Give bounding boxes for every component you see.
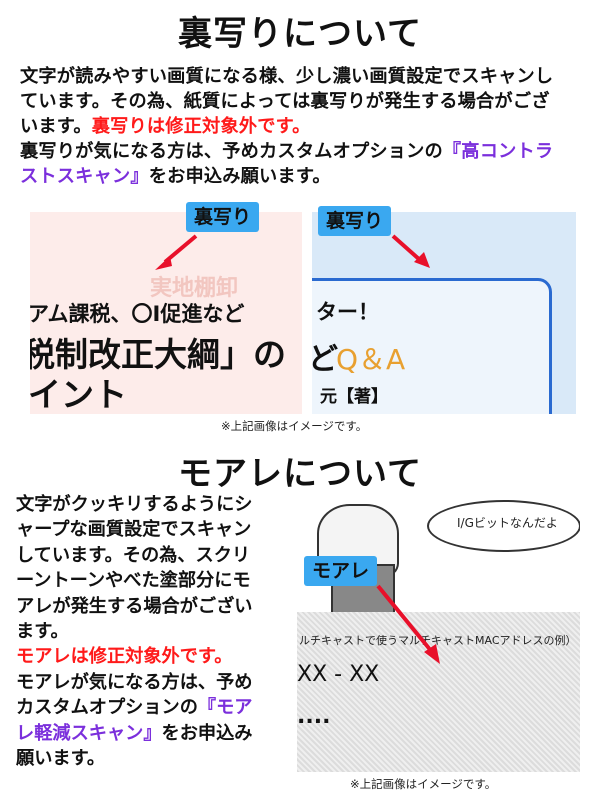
para-text: 裏写りが気になる方は、予めカスタムオプションの <box>20 141 443 162</box>
para-line: います。裏写りは修正対象外です。 <box>20 114 586 139</box>
sample-text: XX - XX <box>297 662 380 687</box>
sample-text: ター！ <box>316 300 379 324</box>
sample-text: 税制改正大綱」の <box>30 335 286 374</box>
image-caption: ※上記画像はイメージです。 <box>350 777 497 791</box>
para-line: アレが発生する場合がござい <box>16 595 253 617</box>
option-name-part1: 『高コントラ <box>442 141 554 162</box>
para-line: ーントーンやべた塗部分にモ <box>16 570 251 592</box>
arrow-icon <box>391 234 430 268</box>
sample-text: ど <box>312 342 338 377</box>
option-name-part2: ストスキャン』 <box>20 166 149 187</box>
arrow-icon <box>376 584 440 664</box>
para-line: モアレが気になる方は、予め <box>16 671 253 693</box>
sample-text: ルチキャストで使うマルチキャストMACアドレスの例） <box>299 634 577 647</box>
para-line: レ軽減スキャン』をお申込み <box>16 721 292 746</box>
image-caption: ※上記画像はイメージです。 <box>221 419 368 433</box>
option-name-part2: レ軽減スキャン』 <box>16 722 162 744</box>
para-line: 裏写りが気になる方は、予めカスタムオプションの『高コントラ <box>20 139 586 164</box>
para-line: ます。 <box>16 621 69 643</box>
section-title-show-through: 裏写りについて <box>178 14 422 54</box>
sample-text: アム課税、〇I促進など <box>30 302 245 326</box>
para-text: をお申込み <box>161 722 253 744</box>
speech-bubble <box>427 500 580 552</box>
para-line: ています。その為、紙質によっては裏写りが発生する場合がござ <box>20 91 550 112</box>
moire-sample-screen: ルチキャストで使うマルチキャストMACアドレスの例） XX - XX .... <box>297 612 580 772</box>
para-line: ストスキャン』をお申込み願います。 <box>20 164 586 189</box>
sample-text: .... <box>297 704 331 729</box>
not-correctable-notice: 裏写りは修正対象外です。 <box>91 116 311 137</box>
para-text: います。 <box>20 116 92 137</box>
sample-text: イント <box>30 375 127 414</box>
bubble-text: I/Gビットなんだよ <box>457 516 558 530</box>
moire-description: 文字がクッキリするようにシ ャープな画質設定でスキャン しています。その為、スク… <box>16 492 292 771</box>
para-line: カスタムオプションの『モア <box>16 695 292 720</box>
not-correctable-notice: モアレは修正対象外です。 <box>16 646 233 668</box>
show-through-sample-left: 実地棚卸 アム課税、〇I促進など 税制改正大綱」の イント <box>30 212 302 414</box>
show-through-label-left: 裏写り <box>186 202 260 232</box>
show-through-label-right: 裏写り <box>318 206 392 236</box>
moire-label: モアレ <box>304 556 378 586</box>
para-text: カスタムオプションの <box>16 697 198 719</box>
para-line: しています。その為、スクリ <box>16 544 251 566</box>
option-name-part1: 『モア <box>197 697 253 719</box>
faint-back-text: 実地棚卸 <box>150 276 239 301</box>
sample-qa: Q＆A <box>336 343 406 376</box>
sample-text: 元【著】 <box>320 387 388 407</box>
para-line: 文字が読みやすい画質になる様、少し濃い画質設定でスキャンし <box>20 66 554 87</box>
para-line: 願います。 <box>16 748 106 770</box>
arrow-icon <box>155 234 198 270</box>
para-text: をお申込み願います。 <box>148 166 331 187</box>
blue-frame <box>312 278 552 414</box>
show-through-description: 文字が読みやすい画質になる様、少し濃い画質設定でスキャンし ています。その為、紙… <box>20 64 586 189</box>
section-title-moire: モアレについて <box>178 454 422 494</box>
para-line: 文字がクッキリするようにシ <box>16 494 253 515</box>
para-line: ャープな画質設定でスキャン <box>16 519 252 541</box>
show-through-sample-right: ター！ ど Q＆A 元【著】 <box>312 212 576 414</box>
